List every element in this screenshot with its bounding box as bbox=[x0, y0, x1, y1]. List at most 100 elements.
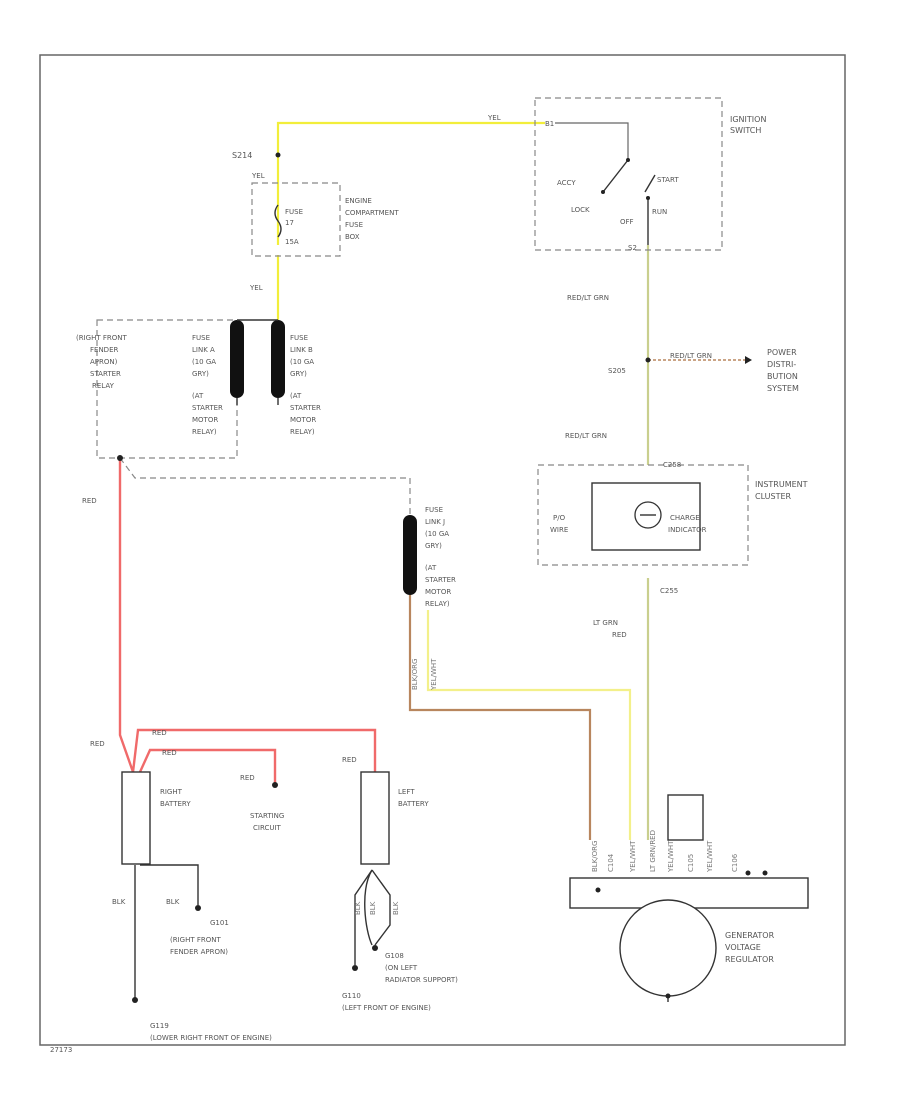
engine-fuse-box bbox=[251, 182, 341, 257]
fuse-link-j-label-3: (10 GA bbox=[425, 530, 449, 538]
lt-grn-red-label-1: LT GRN bbox=[593, 619, 618, 627]
accy-label: ACCY bbox=[557, 179, 576, 187]
blk-label-4: BLK bbox=[369, 901, 377, 915]
fuse-17-label-3: 15A bbox=[285, 238, 299, 246]
power-dist-arrow bbox=[745, 356, 752, 364]
fuse-link-b-label-2: LINK B bbox=[290, 346, 313, 354]
ignition-switch-label-2: SWITCH bbox=[730, 126, 761, 135]
lt-grn-red-label-2: RED bbox=[612, 631, 627, 639]
engine-fuse-box-label-3: FUSE bbox=[345, 221, 363, 229]
run-label: RUN bbox=[652, 208, 667, 216]
ignition-contact-left bbox=[602, 159, 629, 193]
gen-pin-label-1: BLK/ORG bbox=[591, 841, 599, 872]
yel-top-label: YEL bbox=[487, 114, 501, 122]
blk-ground-g110 bbox=[354, 869, 373, 965]
blk-label-1: BLK bbox=[112, 898, 126, 906]
yel-left-label: YEL bbox=[251, 172, 265, 180]
red-label-relay: RED bbox=[82, 497, 97, 505]
s205-label: S205 bbox=[608, 367, 626, 375]
power-dist-label-4: SYSTEM bbox=[767, 384, 799, 393]
fuse-link-b-label-8: RELAY) bbox=[290, 428, 315, 436]
starter-relay-label-2: FENDER bbox=[90, 346, 118, 354]
g101-loc-label-1: (RIGHT FRONT bbox=[170, 936, 221, 944]
start-label: START bbox=[657, 176, 679, 184]
fuse-link-a-label-1: FUSE bbox=[192, 334, 210, 342]
g108-label: G108 bbox=[385, 952, 404, 960]
fuse-link-b-label-1: FUSE bbox=[290, 334, 308, 342]
red-label-starting: RED bbox=[240, 774, 255, 782]
gen-pin-label-3: YEL/WHT bbox=[629, 840, 637, 873]
power-dist-label-1: POWER bbox=[767, 348, 797, 357]
ignition-contact-right bbox=[644, 174, 656, 193]
fuse-link-j-label-6: STARTER bbox=[425, 576, 456, 584]
generator-pin-block bbox=[667, 794, 704, 841]
red-label-battery-left: RED bbox=[90, 740, 105, 748]
power-dist-label-3: BUTION bbox=[767, 372, 798, 381]
starter-relay-label-4: STARTER bbox=[90, 370, 121, 378]
fuse-link-b-label-4: GRY) bbox=[290, 370, 307, 378]
generator-label-2: VOLTAGE bbox=[725, 943, 761, 952]
fuse-link-a-label-4: GRY) bbox=[192, 370, 209, 378]
fuse-link-j bbox=[403, 515, 417, 595]
gen-pin-label-5: YEL/WHT bbox=[667, 840, 675, 873]
gen-pin-label-6: C105 bbox=[687, 854, 695, 872]
fuse-link-a bbox=[230, 320, 244, 398]
blk-ground-g101 bbox=[140, 864, 199, 905]
engine-fuse-box-label-4: BOX bbox=[345, 233, 360, 241]
generator-terminal-block bbox=[569, 877, 809, 909]
switch-feed-wire bbox=[555, 122, 629, 160]
fuse-link-a-label-7: MOTOR bbox=[192, 416, 218, 424]
ignition-switch-label-1: IGNITION bbox=[730, 115, 766, 124]
blk-label-2: BLK bbox=[166, 898, 180, 906]
fuse-link-j-label-8: RELAY) bbox=[425, 600, 450, 608]
yel-wire-top bbox=[276, 121, 545, 155]
g110-loc-label: (LEFT FRONT OF ENGINE) bbox=[342, 1004, 431, 1012]
starter-relay-label-3: APRON) bbox=[90, 358, 118, 366]
fuse-link-j-label-2: LINK J bbox=[425, 518, 445, 526]
generator-label-1: GENERATOR bbox=[725, 931, 775, 940]
generator-label-3: REGULATOR bbox=[725, 955, 774, 964]
right-battery bbox=[121, 771, 151, 865]
starter-relay-label-1: (RIGHT FRONT bbox=[76, 334, 127, 342]
diagram-frame bbox=[39, 54, 846, 1046]
fuse-link-j-label-7: MOTOR bbox=[425, 588, 451, 596]
left-battery bbox=[360, 771, 390, 865]
g110-label: G110 bbox=[342, 992, 361, 1000]
fuse-17-symbol bbox=[274, 204, 282, 238]
c258-label: C258 bbox=[663, 461, 681, 469]
gauge-wires-label-1: P/O bbox=[553, 514, 566, 522]
left-battery-label-2: BATTERY bbox=[398, 800, 429, 808]
charge-indicator-box bbox=[591, 482, 701, 551]
gen-pin-label-8: C106 bbox=[731, 853, 739, 872]
fuse-link-j-label-4: GRY) bbox=[425, 542, 442, 550]
red-wire-battery-jumper bbox=[131, 728, 377, 773]
red-lt-grn-label-3: RED/LT GRN bbox=[565, 432, 607, 440]
blk-ground-loop bbox=[364, 869, 373, 946]
red-wire-starting-circuit bbox=[138, 748, 277, 785]
red-label-left-battery: RED bbox=[342, 756, 357, 764]
starter-relay-label-5: RELAY bbox=[92, 382, 115, 390]
instrument-cluster-label-1: INSTRUMENT bbox=[755, 480, 808, 489]
fuse-link-a-label-5: (AT bbox=[192, 392, 204, 400]
s214-label: S214 bbox=[232, 151, 252, 160]
blk-org-label: BLK/ORG bbox=[411, 659, 419, 690]
charge-indicator-label-1: CHARGE bbox=[670, 514, 700, 522]
fuse-link-b-label-3: (10 GA bbox=[290, 358, 314, 366]
starting-circuit-label-1: STARTING bbox=[250, 812, 284, 820]
g108-loc-label-2: RADIATOR SUPPORT) bbox=[385, 976, 458, 984]
red-label-jumper-1: RED bbox=[152, 729, 167, 737]
c255-label: C255 bbox=[660, 587, 678, 595]
blk-label-5: BLK bbox=[392, 901, 400, 915]
g119-loc-label: (LOWER RIGHT FRONT OF ENGINE) bbox=[150, 1034, 272, 1042]
fuse-link-a-label-2: LINK A bbox=[192, 346, 215, 354]
instrument-cluster-label-2: CLUSTER bbox=[755, 492, 792, 501]
red-lt-grn-label-1: RED/LT GRN bbox=[567, 294, 609, 302]
blk-label-3: BLK bbox=[354, 901, 362, 915]
footer-code: 27173 bbox=[50, 1046, 72, 1054]
g101-loc-label-2: FENDER APRON) bbox=[170, 948, 228, 956]
red-label-jumper-2: RED bbox=[162, 749, 177, 757]
red-wire-relay-to-battery bbox=[118, 458, 135, 773]
fuse-17-label-2: 17 bbox=[285, 219, 294, 227]
ignition-switch-box bbox=[534, 97, 723, 251]
